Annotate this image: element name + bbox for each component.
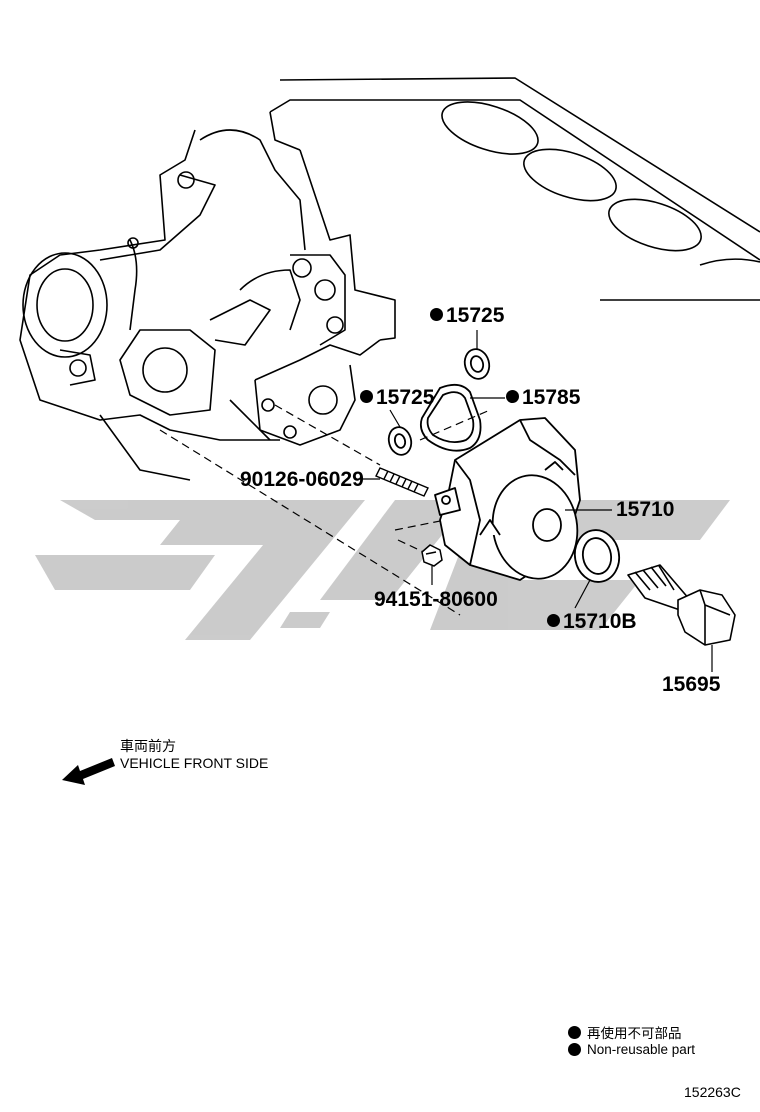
callout-15710b: 15710B [547,610,637,634]
diagram-id: 152263C [684,1084,741,1100]
callout-15725-upper: 15725 [430,304,504,328]
leader-lines [358,330,713,672]
callout-15785: 15785 [506,386,580,410]
part-seal-lower [387,426,413,456]
non-reusable-dot-icon [547,614,560,628]
vehicle-front-arrow-icon [62,758,115,785]
legend-row-en: Non-reusable part [568,1042,695,1057]
part-cover [434,417,581,581]
part-stud [375,467,429,497]
engine-block [19,77,760,481]
non-reusable-dot-icon [568,1025,581,1039]
part-oring [573,529,621,583]
non-reusable-dot-icon [506,390,519,404]
part-gasket [419,383,482,452]
callout-15725-lower: 15725 [360,386,434,410]
callout-15695: 15695 [662,673,721,696]
non-reusable-dot-icon [360,390,373,404]
callout-15710: 15710 [616,498,675,521]
non-reusable-dot-icon [430,308,443,322]
part-bolt [627,564,736,646]
vehicle-front-label-jp: 車両前方 [120,738,176,754]
callout-90126-06029: 90126-06029 [240,468,364,491]
legend-row-jp: 再使用不可部品 [568,1022,682,1042]
callout-94151-80600: 94151-80600 [374,588,498,611]
part-seal-upper [463,348,491,380]
vehicle-front-label-en: VEHICLE FRONT SIDE [120,755,269,771]
non-reusable-dot-icon [568,1043,581,1056]
part-plug [421,544,443,567]
